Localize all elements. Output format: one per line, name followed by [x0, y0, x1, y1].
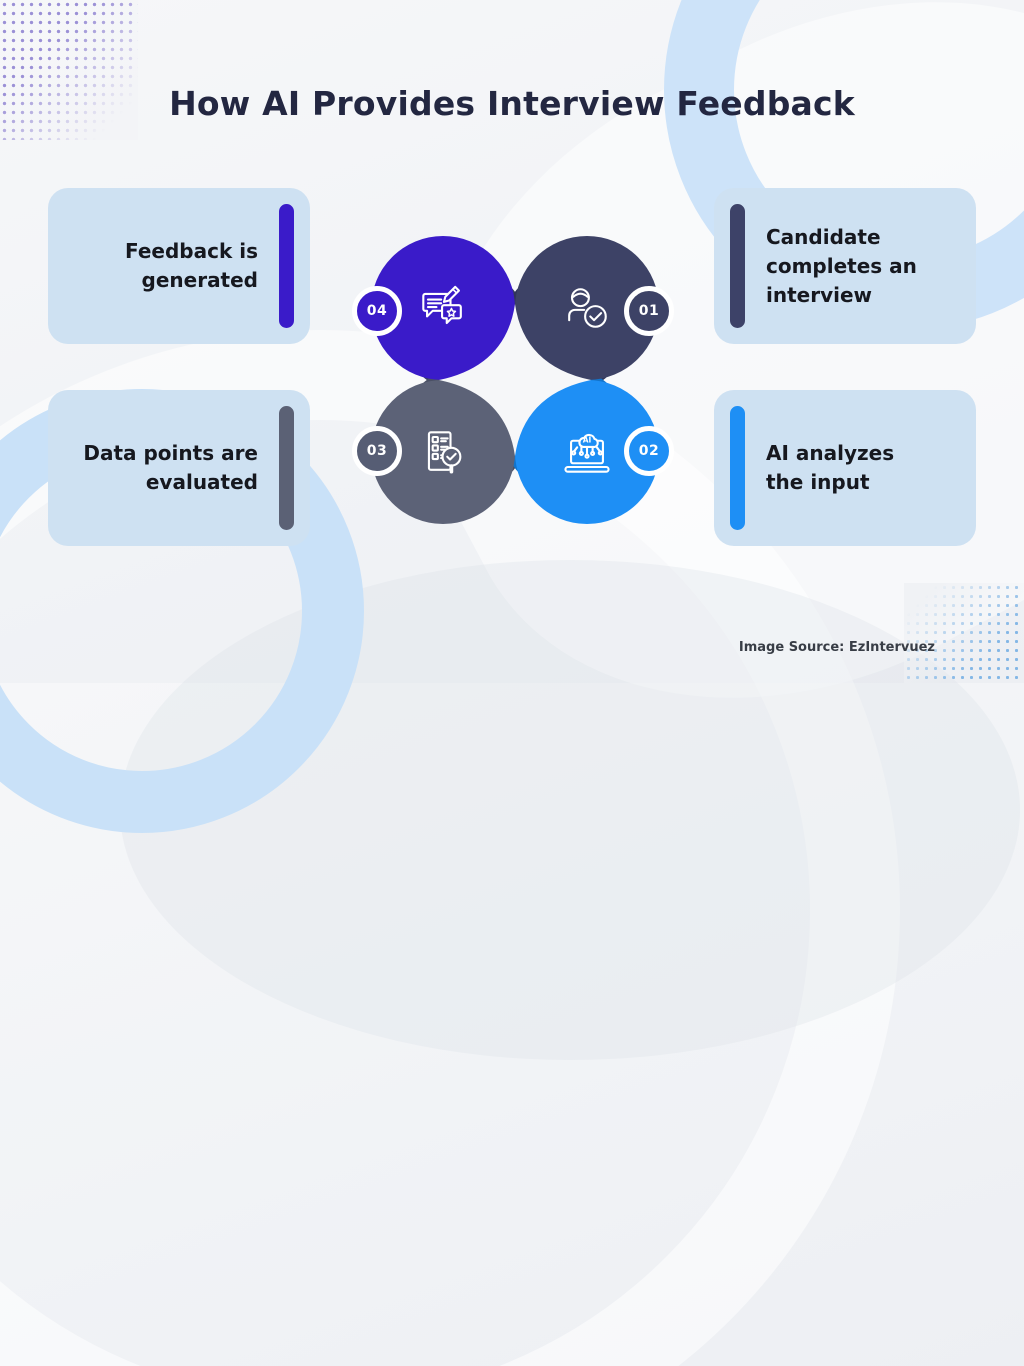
dot-grid-top-left — [0, 0, 138, 140]
card-accent-bar — [730, 406, 745, 530]
step-badge-03: 03 — [352, 426, 402, 476]
image-source-text: Image Source: EzIntervuez — [738, 640, 935, 655]
ai-laptop-icon: AI — [557, 422, 617, 482]
card-accent-bar — [730, 204, 745, 328]
step-badge-01: 01 — [624, 286, 674, 336]
card-data-points: Data points are evaluated — [48, 390, 310, 546]
card-candidate-interview: Candidate completes an interview — [714, 188, 976, 344]
step-badge-02: 02 — [624, 426, 674, 476]
step-number: 04 — [366, 303, 388, 319]
dot-grid-bottom-right — [904, 583, 1024, 683]
card-label: AI analyzes the input — [766, 441, 895, 494]
card-accent-bar — [279, 204, 294, 328]
checklist-search-icon — [413, 422, 473, 482]
card-label: Data points are evaluated — [83, 441, 258, 494]
card-ai-analyzes: AI analyzes the input — [714, 390, 976, 546]
step-number: 02 — [638, 443, 660, 459]
card-feedback-generated: Feedback is generated — [48, 188, 310, 344]
page-title: How AI Provides Interview Feedback — [169, 84, 855, 123]
card-accent-bar — [279, 406, 294, 530]
candidate-check-icon — [557, 278, 617, 338]
step-number: 03 — [366, 443, 388, 459]
center-star-divider — [439, 304, 591, 456]
step-number: 01 — [638, 303, 660, 319]
step-badge-04: 04 — [352, 286, 402, 336]
card-label: Feedback is generated — [125, 239, 258, 292]
feedback-speech-icon — [413, 278, 473, 338]
svg-text:AI: AI — [583, 436, 592, 445]
card-label: Candidate completes an interview — [766, 224, 917, 307]
